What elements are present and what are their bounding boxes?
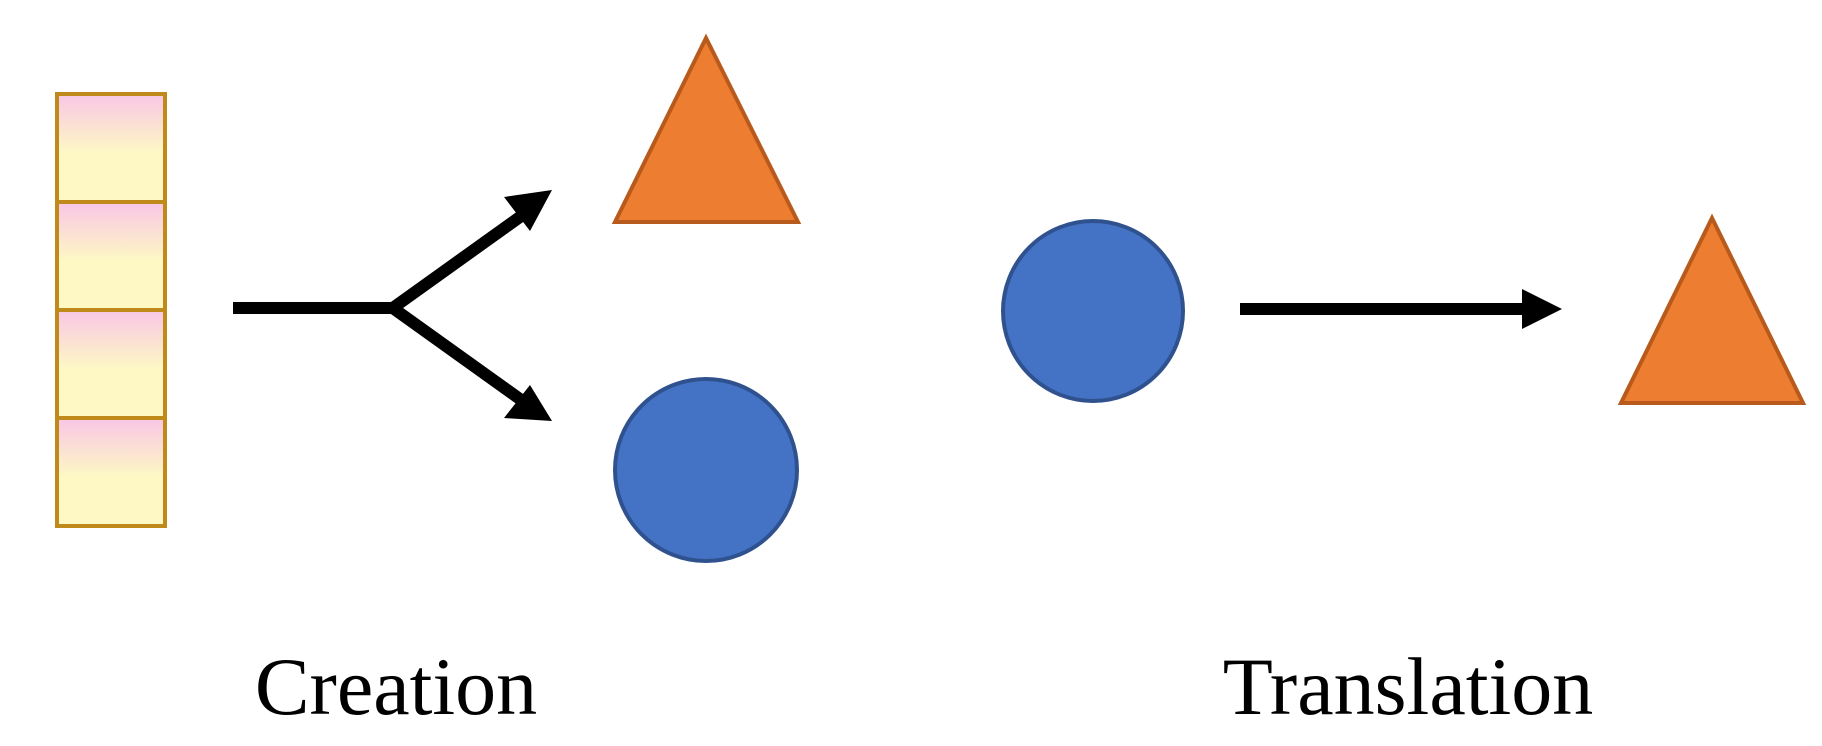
target-triangle (1617, 213, 1807, 405)
arrowhead-down (504, 385, 552, 421)
creation-panel: Creation (55, 33, 802, 732)
created-circle (613, 377, 799, 563)
vector-cell (55, 416, 167, 528)
arrowhead-up (504, 190, 552, 231)
creation-label: Creation (255, 641, 537, 732)
source-circle (1001, 219, 1185, 403)
vector-cell (55, 200, 167, 312)
vector-cell (55, 308, 167, 420)
arrow-branch-up (386, 209, 528, 315)
created-triangle (611, 33, 802, 224)
arrow-branch-down (386, 301, 528, 407)
translation-panel: Translation (1001, 213, 1807, 732)
translation-label: Translation (1223, 641, 1594, 732)
branching-arrow (233, 209, 528, 407)
input-vector (55, 92, 167, 528)
vector-cell (55, 92, 167, 204)
translation-arrowhead (1522, 289, 1562, 329)
